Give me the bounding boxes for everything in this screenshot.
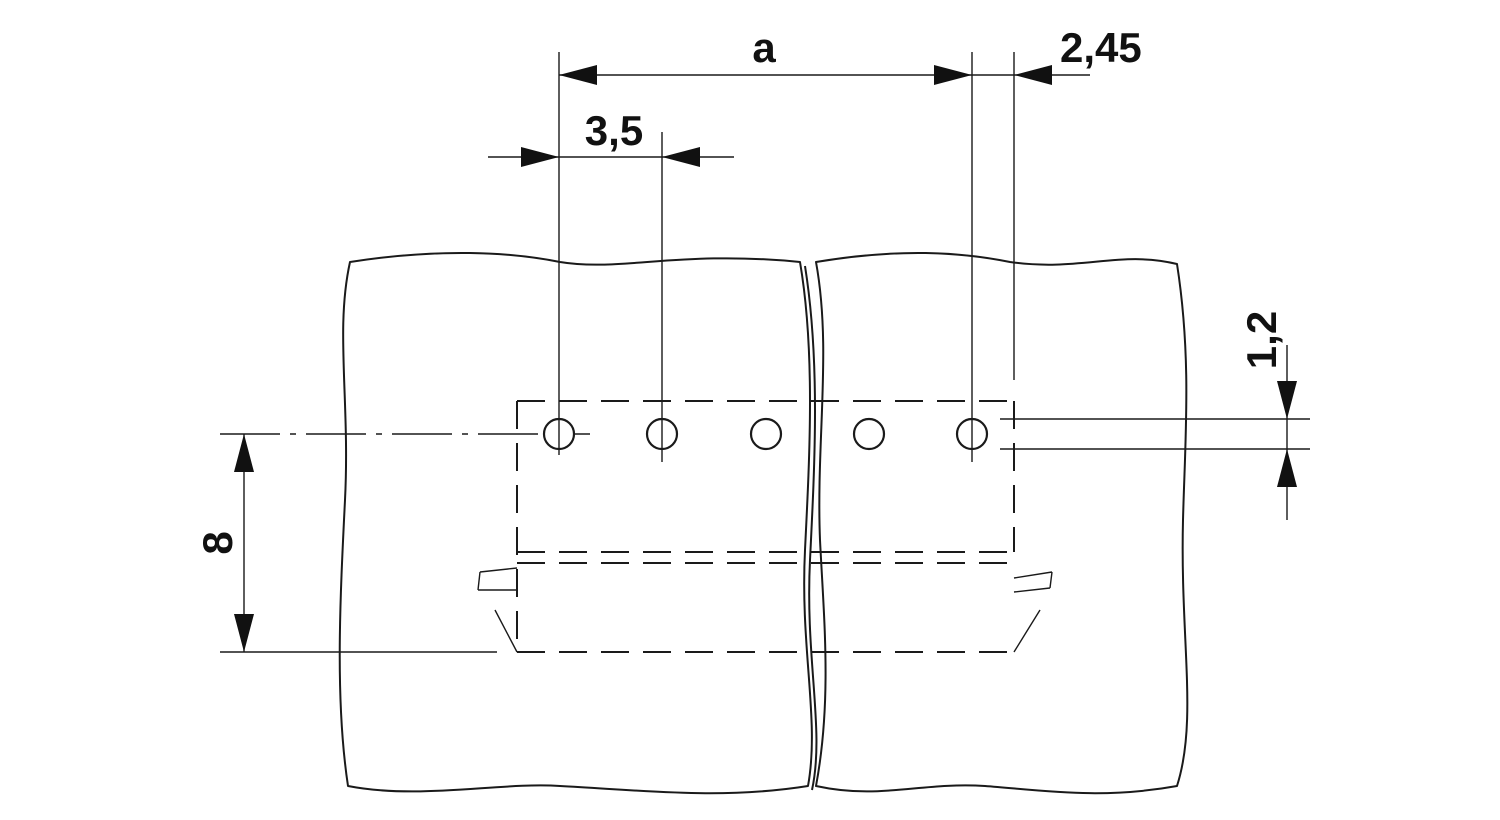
arrow-2-45 (1014, 65, 1052, 85)
arrow-8-bottom (234, 614, 254, 652)
hole-4 (852, 417, 886, 451)
arrow-a-left (559, 65, 597, 85)
pcb-left-section (338, 251, 813, 795)
hole-row (542, 417, 989, 451)
dim-label-2-45: 2,45 (1060, 24, 1142, 71)
pcb-right-section (815, 251, 1189, 795)
dim-label-1-2: 1,2 (1238, 311, 1285, 369)
arrow-8-top (234, 434, 254, 472)
hole-3 (749, 417, 783, 451)
dim-label-3-5: 3,5 (585, 107, 643, 154)
arrow-3-5-left (521, 147, 559, 167)
arrow-3-5-right (662, 147, 700, 167)
arrow-1-2-top (1277, 381, 1297, 419)
latch-hook-left (477, 567, 518, 653)
latch-hook-right (1013, 571, 1053, 653)
pcb-left-break-edge (804, 265, 818, 791)
arrow-1-2-bottom (1277, 449, 1297, 487)
arrow-a-right (934, 65, 972, 85)
dim-label-8: 8 (194, 531, 241, 554)
dim-label-a: a (752, 24, 776, 71)
